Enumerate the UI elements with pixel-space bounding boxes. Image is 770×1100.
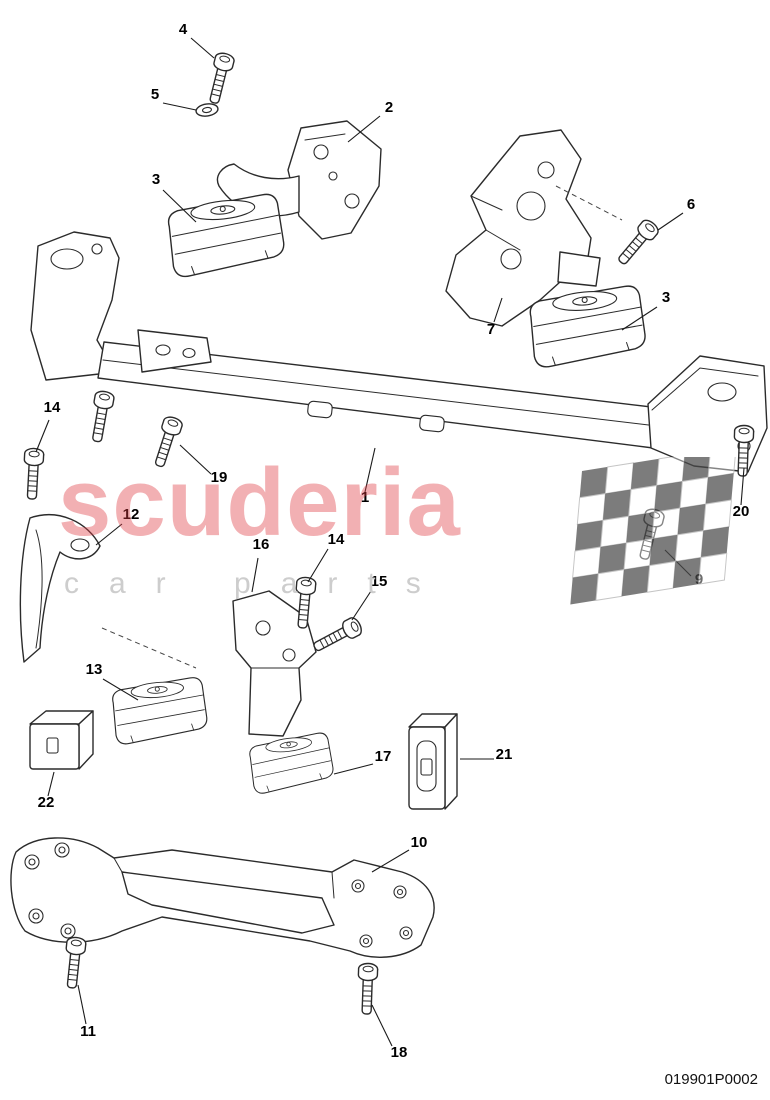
callout-12: 12 bbox=[123, 506, 140, 523]
callout-leader-20 bbox=[740, 467, 745, 506]
callout-leader-12 bbox=[95, 523, 123, 546]
callout-leader-22 bbox=[47, 771, 55, 797]
part-15-bolt bbox=[309, 614, 365, 657]
callout-20: 20 bbox=[733, 503, 750, 520]
callout-leader-1 bbox=[364, 447, 376, 493]
part-19-bolt bbox=[149, 414, 185, 470]
dashed-line-bracket-to-mount bbox=[101, 627, 197, 669]
callout-22: 22 bbox=[38, 794, 55, 811]
callout-7: 7 bbox=[487, 321, 495, 338]
callout-leader-3 bbox=[621, 306, 658, 331]
part-6-bolt bbox=[613, 216, 662, 269]
part-1-engine-crossmember bbox=[30, 231, 768, 473]
callout-layer: 4 5 2 3 6 7 3 14 19 1 20 9 12 16 14 15 13 17 21 22 10 11 18 bbox=[35, 21, 750, 1061]
callout-leader-6 bbox=[657, 212, 684, 231]
callout-14: 14 bbox=[328, 531, 345, 548]
callout-19: 19 bbox=[211, 469, 228, 486]
callout-leader-19 bbox=[179, 444, 212, 475]
part-4-bolt bbox=[203, 50, 236, 106]
callout-16: 16 bbox=[253, 536, 270, 553]
callout-3: 3 bbox=[152, 171, 160, 188]
part-10-transmission-crossmember bbox=[10, 837, 435, 958]
part-17-gearbox-mount-right bbox=[247, 731, 336, 795]
part-18-bolt bbox=[356, 962, 379, 1016]
callout-leader-3 bbox=[162, 189, 197, 223]
callout-leader-2 bbox=[347, 115, 381, 143]
callout-11: 11 bbox=[80, 1023, 96, 1040]
part-5-washer bbox=[194, 101, 220, 119]
callout-leader-7 bbox=[493, 297, 503, 323]
callout-leader-14 bbox=[307, 548, 329, 583]
callout-15: 15 bbox=[371, 573, 388, 590]
part-22-cover bbox=[29, 710, 94, 770]
callout-leader-13 bbox=[102, 678, 139, 701]
callout-9: 9 bbox=[695, 571, 703, 588]
callout-17: 17 bbox=[375, 748, 392, 765]
callout-10: 10 bbox=[411, 834, 428, 851]
callout-3: 3 bbox=[662, 289, 670, 306]
part-9-bolt bbox=[633, 506, 666, 562]
callout-2: 2 bbox=[385, 99, 393, 116]
part-3-engine-mount-left bbox=[165, 192, 287, 279]
callout-leader-10 bbox=[371, 849, 410, 873]
part-7-engine-bracket bbox=[445, 129, 601, 327]
callout-14: 14 bbox=[44, 399, 61, 416]
callout-leader-4 bbox=[190, 37, 215, 59]
callout-13: 13 bbox=[86, 661, 103, 678]
part-14-bolt-left bbox=[21, 447, 45, 501]
callout-1: 1 bbox=[361, 489, 369, 506]
dashed-line-bracket-to-bolt bbox=[555, 185, 623, 221]
callout-leader-18 bbox=[371, 1004, 393, 1047]
callout-leader-17 bbox=[333, 763, 374, 775]
part-3-engine-mount-right bbox=[528, 284, 648, 369]
part-code: 019901P0002 bbox=[664, 1071, 758, 1088]
callout-5: 5 bbox=[151, 86, 159, 103]
callout-leader-16 bbox=[251, 557, 259, 593]
callout-leader-14 bbox=[35, 419, 50, 453]
part-13-gearbox-mount-left bbox=[110, 676, 209, 746]
callout-6: 6 bbox=[687, 196, 695, 213]
part-16-support-bracket bbox=[232, 590, 317, 737]
callout-leader-9 bbox=[664, 549, 692, 577]
callout-4: 4 bbox=[179, 21, 188, 38]
callout-18: 18 bbox=[391, 1044, 408, 1061]
part-2-engine-bracket bbox=[216, 120, 382, 240]
callout-leader-15 bbox=[351, 590, 372, 621]
part-12-support-bracket bbox=[19, 514, 101, 663]
part-11-bolt bbox=[61, 935, 88, 990]
part-19-bolt-b bbox=[86, 389, 116, 444]
part-21-cover bbox=[408, 713, 458, 810]
callout-leader-5 bbox=[162, 102, 197, 111]
callout-21: 21 bbox=[496, 746, 513, 763]
callout-leader-11 bbox=[77, 984, 87, 1025]
